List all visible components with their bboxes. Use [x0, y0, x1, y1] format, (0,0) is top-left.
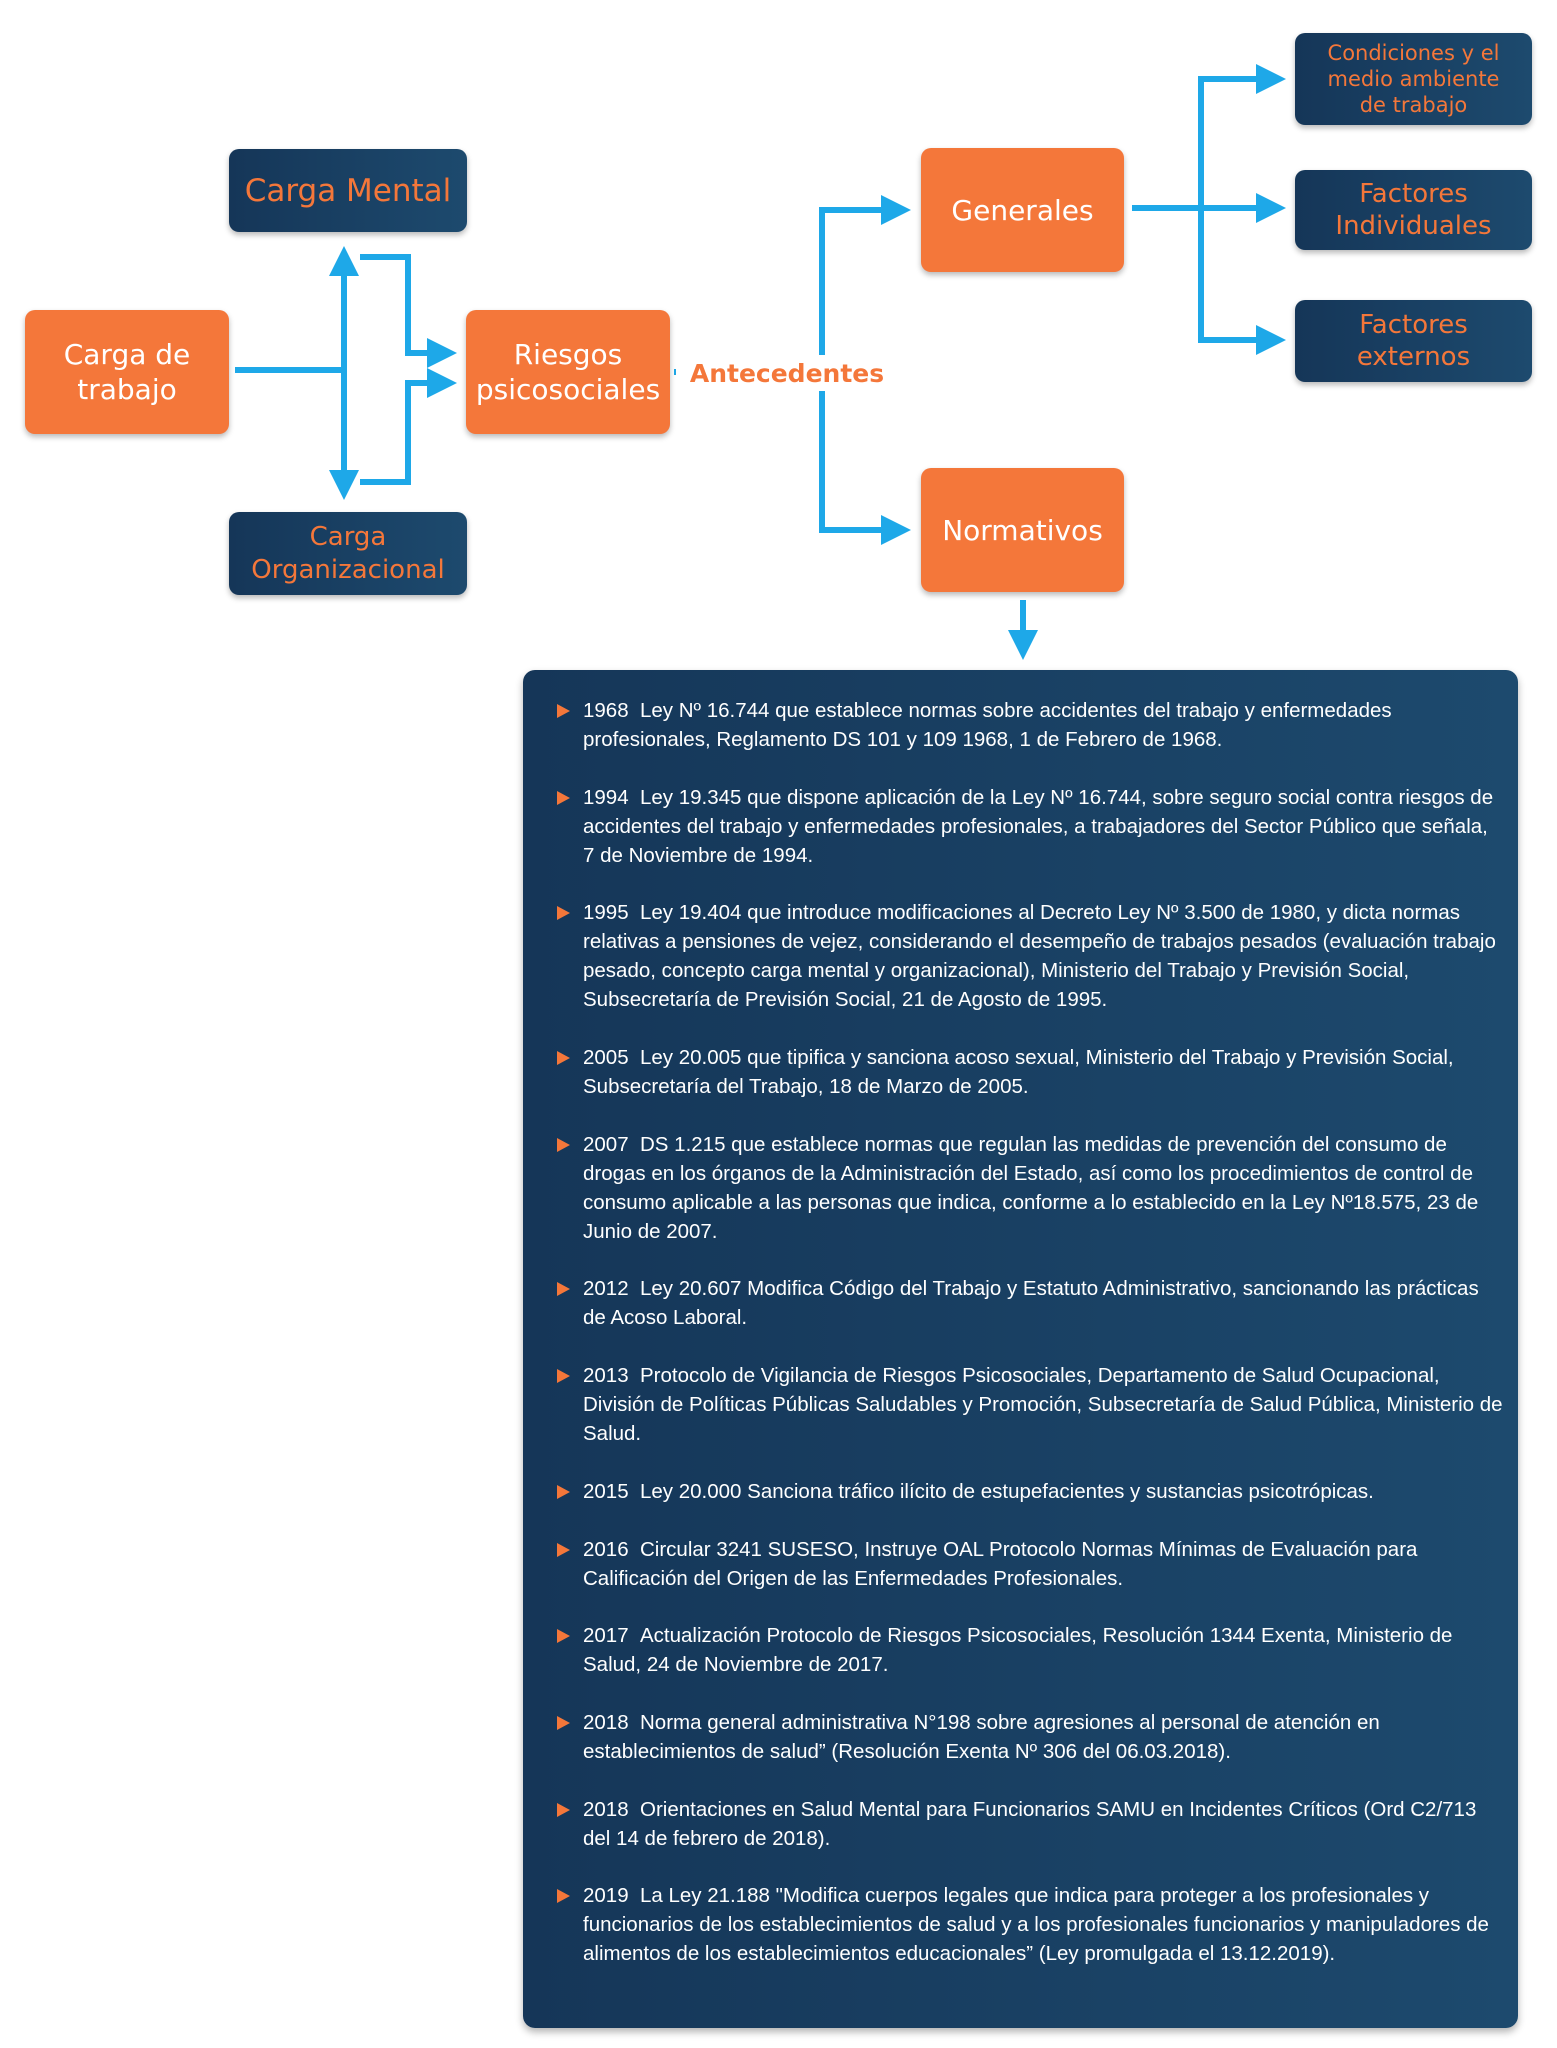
node-condiciones-medio-ambiente: Condiciones y el medio ambiente de traba…: [1295, 33, 1532, 125]
normativa-item: 2015 Ley 20.000 Sanciona tráfico ilícito …: [555, 1477, 1504, 1506]
arrow-mental-to-riesgos: [360, 254, 457, 368]
node-factores-individuales: Factores Individuales: [1295, 170, 1532, 250]
law-year: 2018: [583, 1710, 629, 1734]
law-text: Orientaciones en Salud Mental para Funci…: [583, 1797, 1477, 1850]
law-text: Ley 20.005 que tipifica y sanciona acoso…: [583, 1046, 1454, 1099]
triangle-bullet-icon: [557, 1802, 570, 1817]
triangle-bullet-icon: [557, 1542, 570, 1557]
node-carga-organizacional: Carga Organizacional: [229, 512, 467, 595]
node-normativos: Normativos: [921, 468, 1124, 592]
triangle-bullet-icon: [557, 1051, 570, 1066]
triangle-bullet-icon: [557, 1369, 570, 1384]
node-riesgos-psicosociales: Riesgos psicosociales: [466, 310, 670, 434]
node-generales: Generales: [921, 148, 1124, 272]
node-carga-de-trabajo: Carga de trabajo: [25, 310, 229, 434]
triangle-bullet-icon: [557, 1889, 570, 1904]
arrow-to-factores-externos: [1198, 208, 1286, 355]
law-year: 1994: [583, 785, 629, 809]
law-text: Norma general administrativa N°198 sobre…: [583, 1710, 1380, 1763]
law-text: Ley 20.607 Modifica Código del Trabajo y…: [583, 1277, 1479, 1330]
law-text: Protocolo de Vigilancia de Riesgos Psico…: [583, 1364, 1503, 1446]
law-text: La Ley 21.188 "Modifica cuerpos legales …: [583, 1884, 1489, 1966]
law-text: Ley 19.345 que dispone aplicación de la …: [583, 785, 1494, 867]
triangle-bullet-icon: [557, 1629, 570, 1644]
law-year: 1995: [583, 901, 629, 925]
triangle-bullet-icon: [557, 1282, 570, 1297]
law-year: 2017: [583, 1624, 629, 1648]
law-year: 2007: [583, 1132, 629, 1156]
triangle-bullet-icon: [557, 1484, 570, 1499]
arrow-to-normativos: [819, 391, 911, 545]
law-text: Actualización Protocolo de Riesgos Psico…: [583, 1624, 1453, 1677]
triangle-bullet-icon: [557, 704, 570, 718]
law-text: Circular 3241 SUSESO, Instruye OAL Proto…: [583, 1537, 1418, 1590]
law-text: DS 1.215 que establece normas que regula…: [583, 1132, 1479, 1243]
label-antecedentes: Antecedentes: [676, 355, 898, 391]
triangle-bullet-icon: [557, 790, 570, 805]
law-text: Ley 19.404 que introduce modificaciones …: [583, 901, 1496, 1012]
law-year: 2012: [583, 1277, 629, 1301]
arrow-to-condiciones: [1198, 64, 1286, 208]
law-year: 1968: [583, 699, 629, 722]
law-text: Ley Nº 16.744 que establece normas sobre…: [583, 699, 1392, 751]
law-year: 2005: [583, 1046, 629, 1070]
node-factores-externos: Factores externos: [1295, 300, 1532, 382]
arrow-organizacional-to-riesgos: [360, 368, 457, 485]
law-text: Ley 20.000 Sanciona tráfico ilícito de e…: [640, 1479, 1374, 1503]
law-year: 2016: [583, 1537, 629, 1561]
triangle-bullet-icon: [557, 1715, 570, 1730]
law-year: 2013: [583, 1364, 629, 1388]
triangle-bullet-icon: [557, 1137, 570, 1152]
node-carga-mental: Carga Mental: [229, 149, 467, 232]
arrow-to-generales: [819, 195, 911, 355]
law-year: 2019: [583, 1884, 629, 1908]
triangle-bullet-icon: [557, 906, 570, 921]
law-year: 2018: [583, 1797, 629, 1821]
law-year: 2015: [583, 1479, 629, 1503]
